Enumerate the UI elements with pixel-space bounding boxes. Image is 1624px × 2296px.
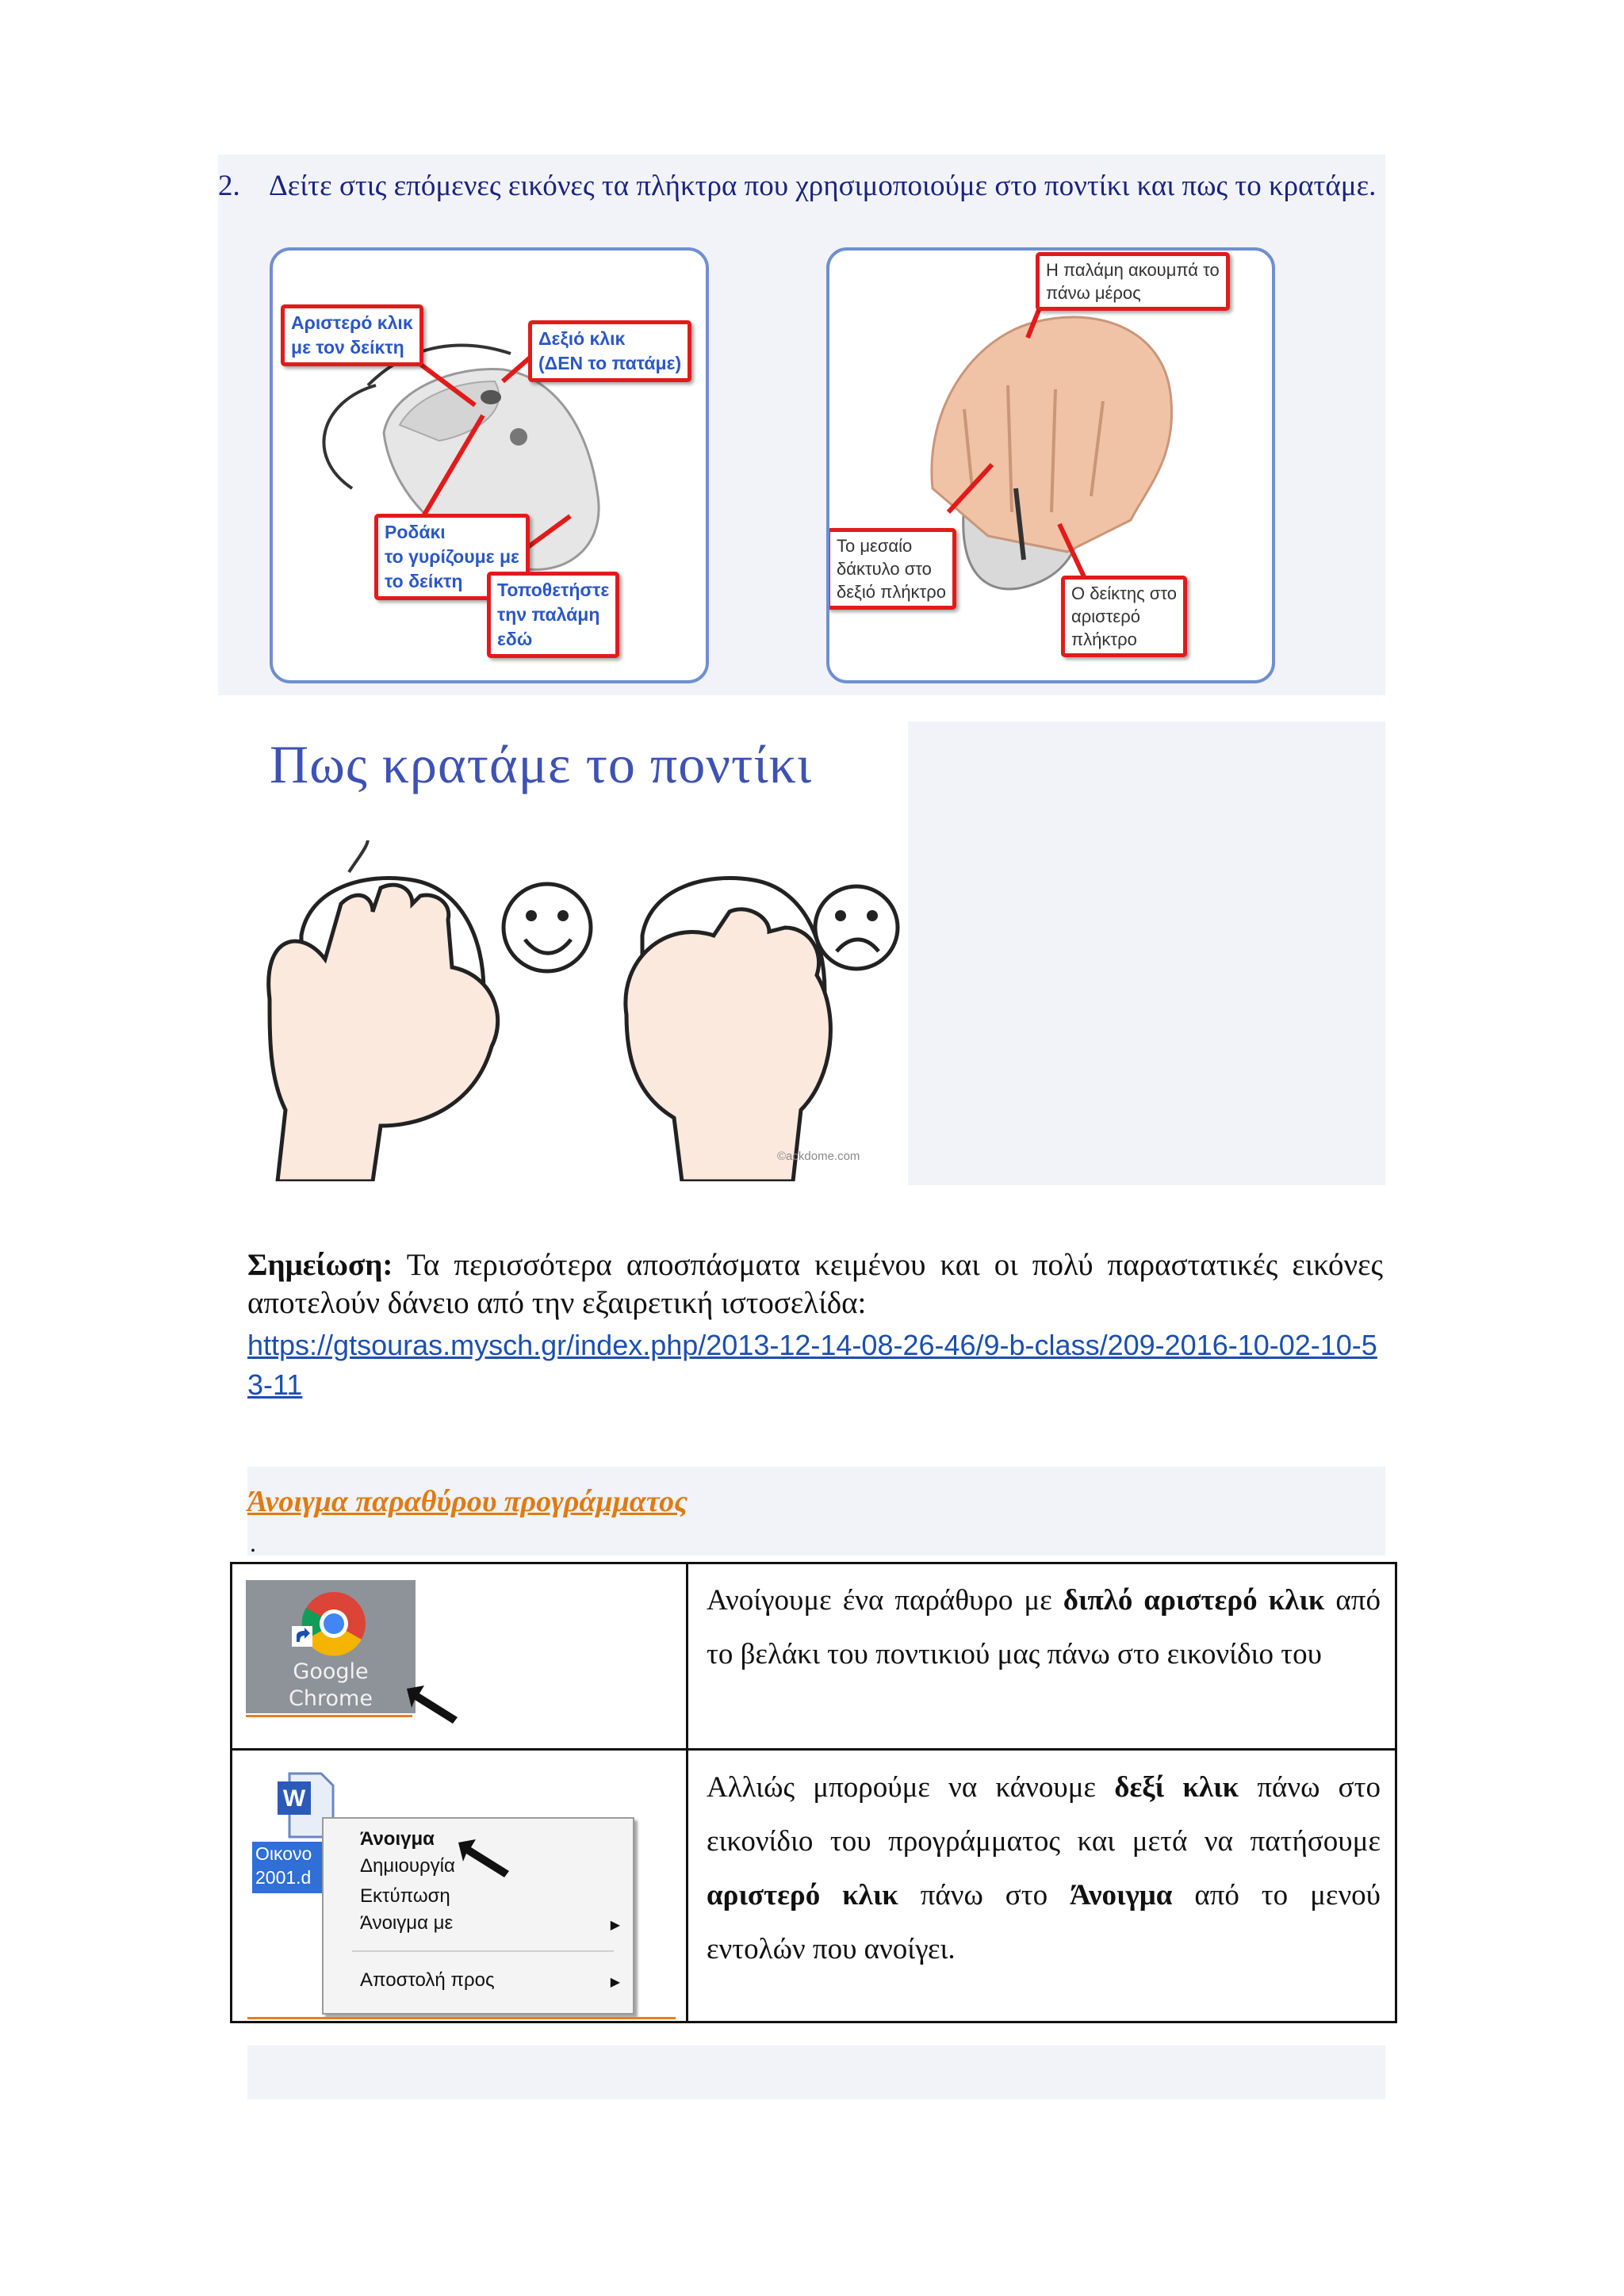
open-window-heading: Άνοιγμα παραθύρου προγράμματος xyxy=(247,1485,688,1518)
context-menu: Άνοιγμα Δημιουργία Εκτύπωση Άνοιγμα με ▶… xyxy=(322,1817,634,2015)
submenu-arrow-icon: ▶ xyxy=(610,1976,620,1989)
callout-wheel: Ροδάκι το γυρίζουμε με το δείκτη xyxy=(374,514,530,600)
row1-text: Ανοίγουμε ένα παράθυρο με διπλό αριστερό… xyxy=(707,1584,1381,1670)
note-label: Σημείωση: xyxy=(247,1248,393,1282)
shortcut-arrow-icon xyxy=(292,1626,312,1647)
shaded-block-heading xyxy=(247,1467,1385,1556)
hand-on-mouse-illustration xyxy=(930,316,1173,591)
instructions-table: Ανοίγουμε ένα παράθυρο με διπλό αριστερό… xyxy=(230,1562,1397,2023)
table-row-divider xyxy=(232,1748,1395,1751)
callout-middle-finger: Το μεσαίο δάκτυλο στο δεξιό πλήκτρο xyxy=(829,528,956,610)
cartoon-copyright: ©ackdome.com xyxy=(777,1150,860,1163)
word-file-label[interactable]: Οικονο 2001.d xyxy=(252,1842,328,1893)
shaded-block-cartoon-right xyxy=(908,721,1385,1185)
image-underline xyxy=(246,1715,412,1717)
table-column-divider xyxy=(686,1564,688,2021)
image-underline xyxy=(247,2017,676,2019)
note-text: Τα περισσότερα αποσπάσματα κειμένου και … xyxy=(247,1248,1383,1320)
chrome-label-line2: Chrome xyxy=(289,1686,373,1711)
chrome-label-line1: Google xyxy=(293,1659,369,1684)
note-paragraph: Σημείωση: Τα περισσότερα αποσπάσματα κει… xyxy=(247,1246,1383,1322)
shaded-block-bottom xyxy=(247,2045,1385,2099)
item-text: Δείτε στις επόμενες εικόνες τα πλήκτρα π… xyxy=(269,170,1377,202)
cartoon-title: Πως κρατάμε το ποντίκι xyxy=(270,734,813,794)
menu-item-open-with[interactable]: Άνοιγμα με xyxy=(360,1912,454,1934)
chrome-icon xyxy=(301,1592,366,1656)
menu-item-open[interactable]: Άνοιγμα xyxy=(360,1828,435,1850)
callout-left-click: Αριστερό κλικ με τον δείκτη xyxy=(281,304,423,366)
hand-callout-arrows xyxy=(946,297,1090,585)
menu-separator xyxy=(352,1950,614,1952)
menu-item-create[interactable]: Δημιουργία xyxy=(360,1855,455,1877)
item-number: 2. xyxy=(218,170,240,202)
callout-palm-top: Η παλάμη ακουμπά το πάνω μέρος xyxy=(1036,252,1230,311)
mouse-buttons-panel: Αριστερό κλικ με τον δείκτη Δεξιό κλικ (… xyxy=(270,247,709,683)
word-document-icon: W xyxy=(278,1772,335,1839)
source-link[interactable]: https://gtsouras.mysch.gr/index.php/2013… xyxy=(247,1329,1377,1401)
cursor-arrow-icon xyxy=(458,1839,509,1877)
heading-dot: . xyxy=(250,1529,256,1557)
mouse-holding-cartoon xyxy=(266,840,900,1181)
row2-text: Αλλιώς μπορούμε να κάνουμε δεξί κλικ πάν… xyxy=(707,1771,1381,1965)
hand-position-panel: Η παλάμη ακουμπά το πάνω μέρος Το μεσαίο… xyxy=(826,247,1275,683)
callout-right-click: Δεξιό κλικ (ΔΕΝ το πατάμε) xyxy=(528,320,692,382)
google-chrome-desktop-icon[interactable]: Google Chrome xyxy=(246,1580,416,1713)
callout-palm: Τοποθετήστε την παλάμη εδώ xyxy=(487,572,620,658)
menu-item-print[interactable]: Εκτύπωση xyxy=(360,1885,450,1907)
svg-text:W: W xyxy=(283,1785,306,1812)
submenu-arrow-icon: ▶ xyxy=(610,1919,620,1932)
callout-index-finger: Ο δείκτης στο αριστερό πλήκτρο xyxy=(1061,576,1187,657)
cursor-arrow-icon xyxy=(407,1686,458,1724)
menu-item-send-to[interactable]: Αποστολή προς xyxy=(360,1969,495,1991)
